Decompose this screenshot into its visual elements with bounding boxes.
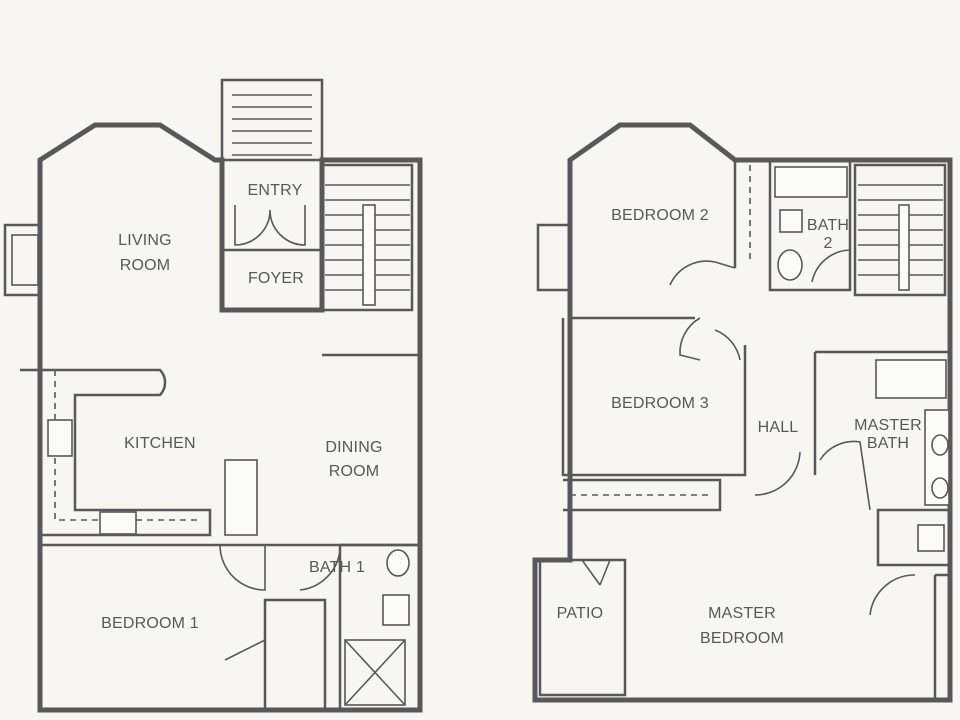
master-bath-wall [813,350,950,475]
closet-1-door [224,639,266,661]
bedroom-3-wall [561,318,747,477]
bedroom-3-door [679,317,701,361]
patio [538,558,627,697]
kitchen-label: KITCHEN [124,435,196,452]
dining-room-label-line-1: DINING [325,439,382,456]
bath-1-sink [386,549,410,577]
entry-step-lines [232,94,312,156]
master-bath-tub [875,359,947,399]
stair-2-rail [898,204,910,291]
kitchen-stove [99,511,137,535]
dining-room-label-line-2: ROOM [329,463,380,480]
entry-steps [220,78,324,162]
bath-1-label: BATH 1 [309,559,365,576]
bath-2-sink [779,209,803,233]
bath-2-label-line-1: BATH [807,217,849,234]
master-bath-door [819,440,871,511]
master-closet [933,573,950,700]
entry-label: ENTRY [248,182,303,199]
hall-door-2 [754,451,801,496]
fireplace-1 [3,223,40,297]
stair-1-rail [362,204,376,306]
fireplace-2 [536,223,570,292]
bath-2-door [811,249,851,283]
master-bath-label-line-2: BATH [867,435,909,452]
master-bedroom-label-line-1: MASTER [708,605,776,622]
bath-2-room [768,158,852,292]
living-room-label-line-1: LIVING [118,232,172,249]
closet-1 [263,598,327,712]
hall-label: HALL [758,419,799,436]
hall-door [714,329,741,361]
floor-2-plan: BEDROOM 2 BATH 2 BEDROOM 3 HALL MASTER B… [532,122,953,703]
bedroom-3-label: BEDROOM 3 [611,395,709,412]
master-closet-door [869,574,916,616]
bath-2-tub [774,166,848,198]
kitchen-sink [47,419,73,457]
bedroom-2-door [669,260,736,286]
master-wc [876,508,952,567]
bedroom-3-closet [563,478,722,512]
bath-1-door [299,549,341,591]
bedroom-2-wall [570,160,737,320]
master-bath-label-line-1: MASTER [854,417,922,434]
bedroom-2-label: BEDROOM 2 [611,207,709,224]
bath-1-toilet [382,594,410,626]
master-bath-sink-1 [931,434,949,456]
bath-1-shower [344,639,406,706]
master-wc-toilet [917,524,945,552]
bath-2-label-line-2: 2 [823,235,832,252]
master-bedroom-label-line-2: BEDROOM [700,630,784,647]
entry-double-door [234,205,306,246]
stair-2 [853,163,947,297]
refrigerator [224,459,258,536]
bath-1-room [338,543,422,712]
bedroom-1-label: BEDROOM 1 [101,615,199,632]
patio-label: PATIO [557,605,604,622]
floor-1-plan: LIVING ROOM ENTRY FOYER KITCHEN DINING R… [3,78,423,713]
patio-door [581,559,611,586]
foyer-label: FOYER [248,270,304,287]
stair-1 [320,163,414,312]
fireplace-1-hearth [11,234,39,286]
living-room-label-line-2: ROOM [120,257,171,274]
master-bath-sink-2 [931,477,949,499]
bath-2-toilet [777,249,803,281]
bedroom-1-door [219,544,266,591]
kitchen-counter [20,368,212,537]
